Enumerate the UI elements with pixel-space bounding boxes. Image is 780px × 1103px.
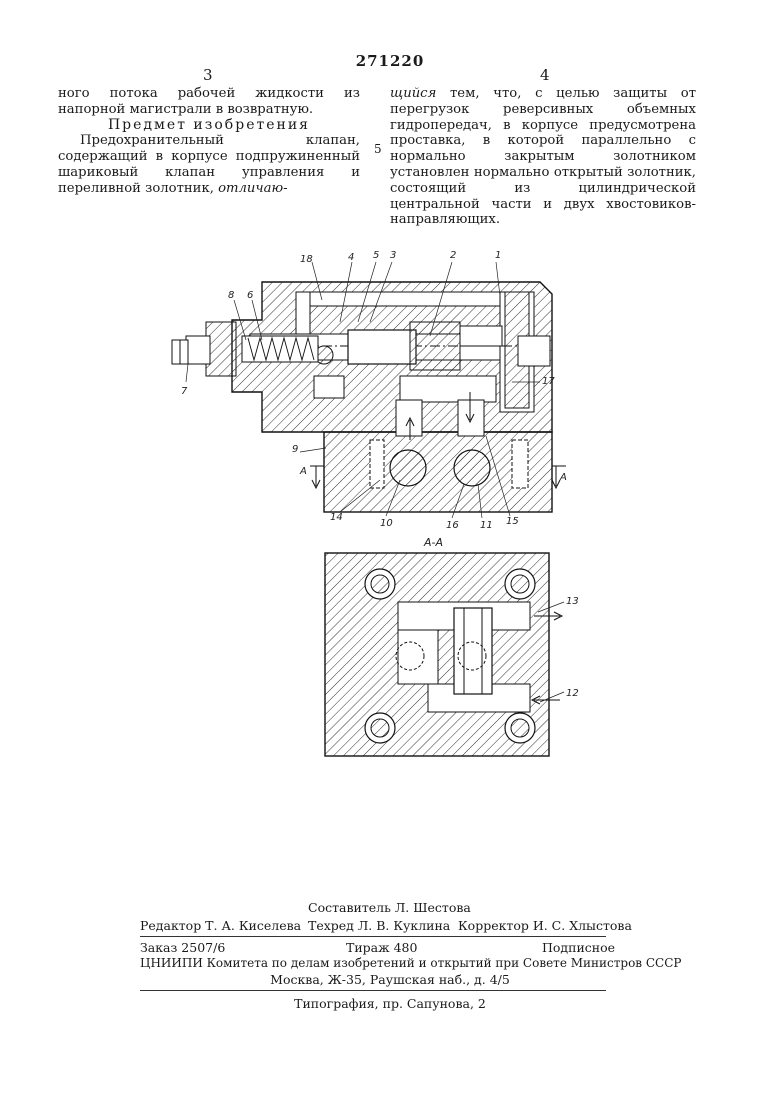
technical-drawing: 18 4 5 3 2 1 8 6 7 17 9 14 10 16 11 15 1… <box>0 0 780 780</box>
section-mark-left: А <box>299 466 307 477</box>
imprint-rule-2 <box>140 990 606 991</box>
techred: Техред Л. В. Куклина <box>308 918 450 933</box>
imprint-rule-1 <box>140 936 606 937</box>
section-a-a <box>325 553 562 756</box>
institute: ЦНИИПИ Комитета по делам изобретений и о… <box>140 956 620 970</box>
compiler: Составитель Л. Шестова <box>308 900 471 915</box>
order: Заказ 2507/6 <box>140 940 225 955</box>
section-title: А-А <box>423 536 443 549</box>
label-10: 10 <box>380 518 393 529</box>
label-1: 1 <box>495 250 501 261</box>
address: Москва, Ж-35, Раушская наб., д. 4/5 <box>0 972 780 987</box>
label-14: 14 <box>330 512 343 523</box>
label-16: 16 <box>446 520 459 531</box>
label-3: 3 <box>390 250 396 261</box>
corrector: Корректор И. С. Хлыстова <box>458 918 632 933</box>
label-12: 12 <box>566 688 579 699</box>
label-11: 11 <box>480 520 493 531</box>
label-13: 13 <box>566 596 579 607</box>
label-17: 17 <box>542 376 555 387</box>
subscription: Подписное <box>542 940 615 955</box>
label-6: 6 <box>247 290 253 301</box>
label-5: 5 <box>373 250 379 261</box>
label-9: 9 <box>292 444 298 455</box>
label-15: 15 <box>506 516 519 527</box>
editor: Редактор Т. А. Киселева <box>140 918 301 933</box>
label-7: 7 <box>181 386 188 397</box>
section-mark-right: А <box>559 472 567 483</box>
label-2: 2 <box>450 250 456 261</box>
circulation: Тираж 480 <box>346 940 417 955</box>
adjusting-screw <box>172 322 236 376</box>
label-4: 4 <box>348 252 354 263</box>
label-18: 18 <box>300 254 313 265</box>
printshop: Типография, пр. Сапунова, 2 <box>0 996 780 1011</box>
label-8: 8 <box>228 290 234 301</box>
